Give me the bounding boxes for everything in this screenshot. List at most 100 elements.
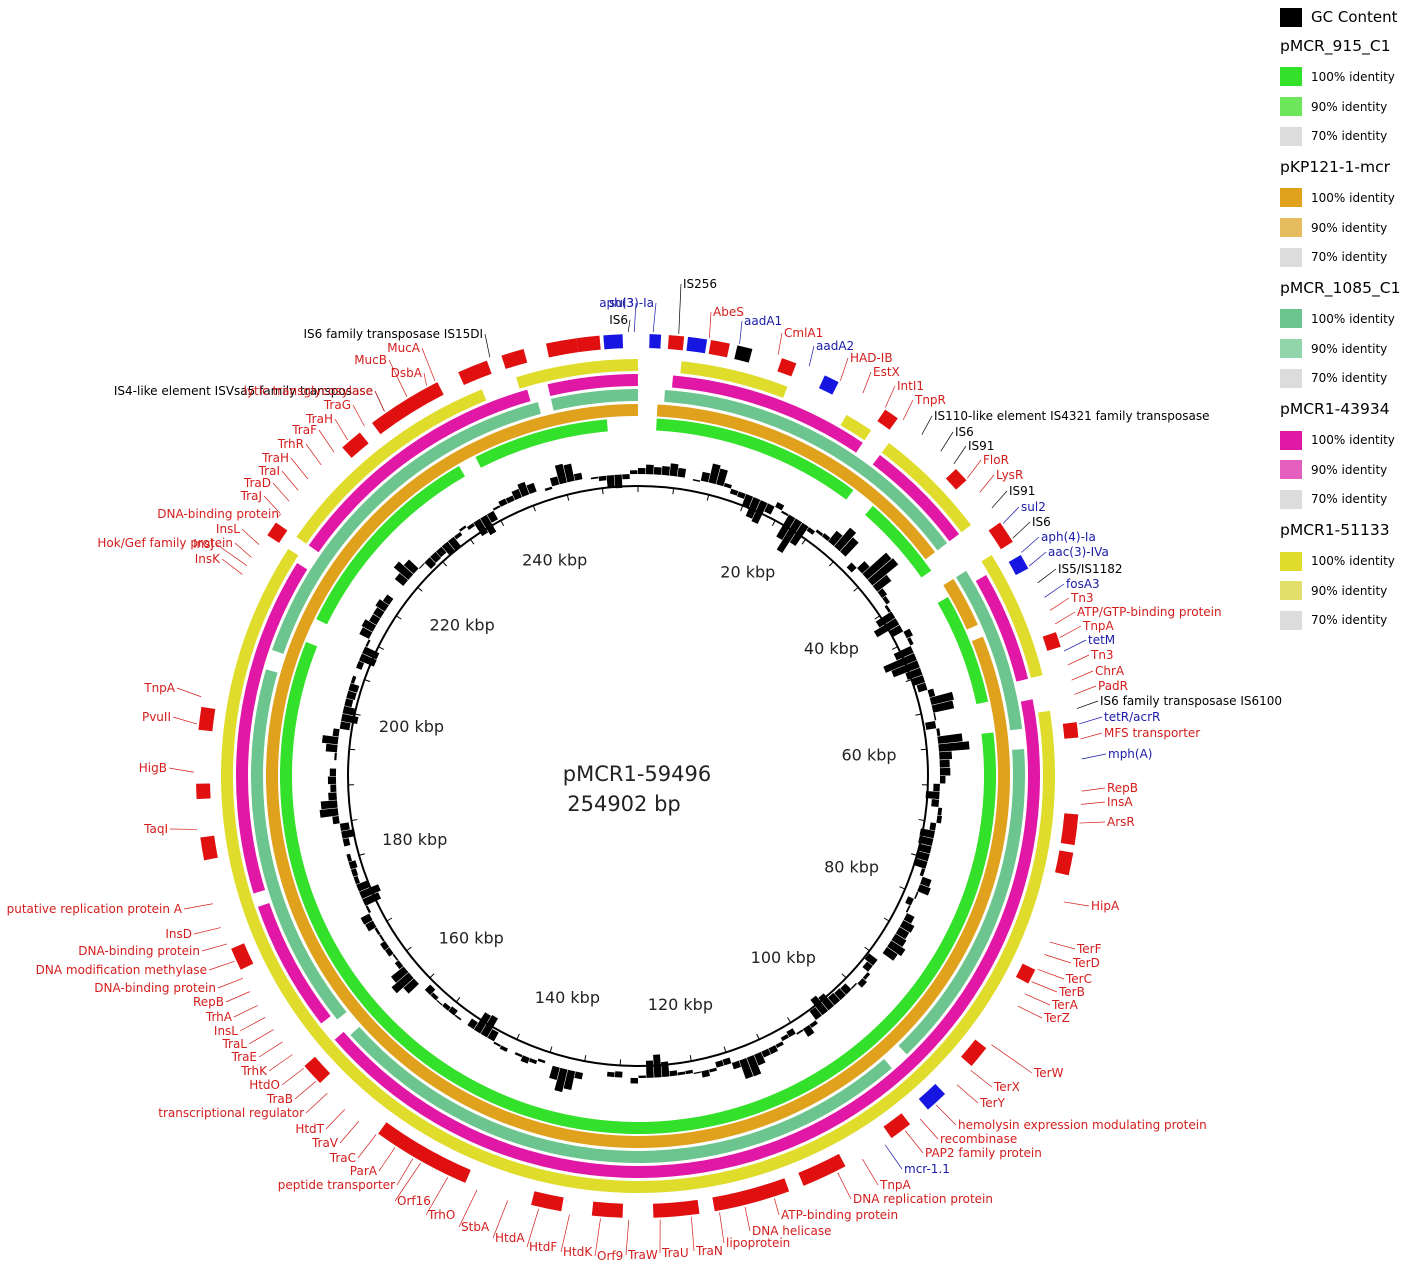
callout-line: [325, 1109, 346, 1130]
callout-line: [248, 1029, 274, 1045]
callout-line: [225, 991, 251, 1003]
callout-line: [1063, 901, 1090, 907]
feature-label: TraJ: [240, 489, 262, 503]
scale-label: 220 kbp: [430, 616, 495, 635]
feature-arrow: [1042, 632, 1061, 651]
gc-bar: [915, 850, 930, 862]
gc-bar: [346, 690, 357, 701]
gc-bar: [435, 546, 447, 558]
callout-line: [168, 767, 195, 773]
legend-group-name: pKP121-1-mcr: [1280, 158, 1390, 177]
gc-bar: [806, 527, 816, 535]
gc-bar: [913, 858, 928, 869]
gc-bar: [893, 645, 914, 661]
gc-bar: [339, 822, 350, 832]
callout-line: [208, 961, 235, 971]
feature-label: IS256: [683, 277, 717, 291]
feature-label: InsK: [195, 552, 221, 566]
gc-bar: [359, 884, 381, 899]
callout-line: [884, 1144, 903, 1170]
callout-line: [862, 371, 872, 394]
scale-tick: [864, 946, 870, 952]
gc-bar: [361, 619, 377, 632]
feature-label: PadR: [1098, 679, 1128, 693]
identity-arc: [680, 361, 788, 398]
gc-bar: [653, 467, 662, 475]
scale-tick: [905, 679, 912, 683]
feature-label: IS6: [1032, 515, 1051, 529]
gc-bar: [394, 960, 404, 970]
callout-line: [885, 385, 896, 408]
callout-line: [979, 474, 995, 493]
callout-line: [1044, 583, 1065, 598]
gc-bar: [882, 947, 898, 961]
gc-bar: [834, 527, 857, 552]
feature-arrow: [877, 409, 898, 430]
scale-tick: [386, 917, 393, 922]
gc-bar: [505, 495, 515, 504]
scale-tick: [516, 1033, 520, 1040]
gc-bar: [862, 552, 892, 580]
feature-label: TrhO: [427, 1208, 455, 1222]
gc-bar: [905, 896, 914, 906]
gc-bar: [903, 628, 913, 639]
gc-bar: [614, 1071, 623, 1078]
feature-arrow: [988, 522, 1013, 550]
callout-line: [388, 359, 408, 397]
callout-line: [378, 1147, 396, 1172]
callout-line: [234, 542, 252, 558]
callout-line: [357, 1134, 377, 1159]
legend-group-name: pMCR1-43934: [1280, 400, 1390, 419]
legend-item: 70% identity: [1280, 485, 1416, 515]
callout-line: [339, 1121, 360, 1144]
feature-label: lytic transglycosylase: [244, 384, 373, 398]
gc-bar: [554, 1067, 568, 1093]
scale-label: 100 kbp: [751, 948, 816, 967]
callout-line: [215, 543, 248, 567]
feature-label: TerX: [993, 1080, 1020, 1094]
feature-label: sul3: [609, 296, 634, 310]
callout-line: [1017, 1005, 1043, 1019]
gc-bar: [320, 800, 338, 810]
gc-bar: [669, 463, 679, 477]
gc-bar: [393, 561, 414, 580]
legend-item: 70% identity: [1280, 364, 1416, 394]
gc-bar: [350, 675, 357, 684]
feature-label: TraB: [266, 1092, 293, 1106]
identity-arc: [547, 374, 638, 396]
gc-bar: [891, 933, 907, 947]
feature-label: PAP2 family protein: [925, 1146, 1042, 1160]
gc-bar: [382, 594, 394, 605]
callout-line: [201, 943, 228, 952]
legend-swatch: [1280, 247, 1302, 267]
gc-bar: [939, 776, 946, 784]
scale-tick: [920, 748, 927, 751]
gc-bar: [693, 1071, 702, 1075]
callout-line: [305, 1092, 328, 1114]
feature-label: InsJ: [193, 537, 214, 551]
gc-bar: [342, 706, 356, 716]
gc-bar: [358, 653, 377, 667]
gc-bar: [403, 978, 419, 994]
feature-arrow: [818, 375, 839, 395]
legend-item-label: 70% identity: [1311, 250, 1388, 265]
gc-bar: [511, 488, 522, 501]
gc-bar: [466, 523, 475, 530]
gc-bar: [936, 815, 942, 824]
gc-bar: [809, 1020, 818, 1028]
callout-line: [1071, 670, 1094, 681]
scale-tick: [406, 946, 412, 952]
feature-arrow: [342, 432, 369, 458]
callout-line: [719, 1212, 725, 1244]
gc-bar: [379, 934, 385, 942]
gc-bar: [933, 783, 940, 792]
legend-swatch: [1280, 430, 1302, 450]
legend-item-label: 70% identity: [1311, 129, 1388, 144]
callout-line: [492, 1200, 509, 1239]
gc-bar: [638, 1075, 646, 1078]
gc-bar: [330, 784, 337, 793]
gc-bar: [815, 529, 824, 537]
callout-line: [263, 495, 281, 514]
gc-bar: [907, 637, 914, 646]
